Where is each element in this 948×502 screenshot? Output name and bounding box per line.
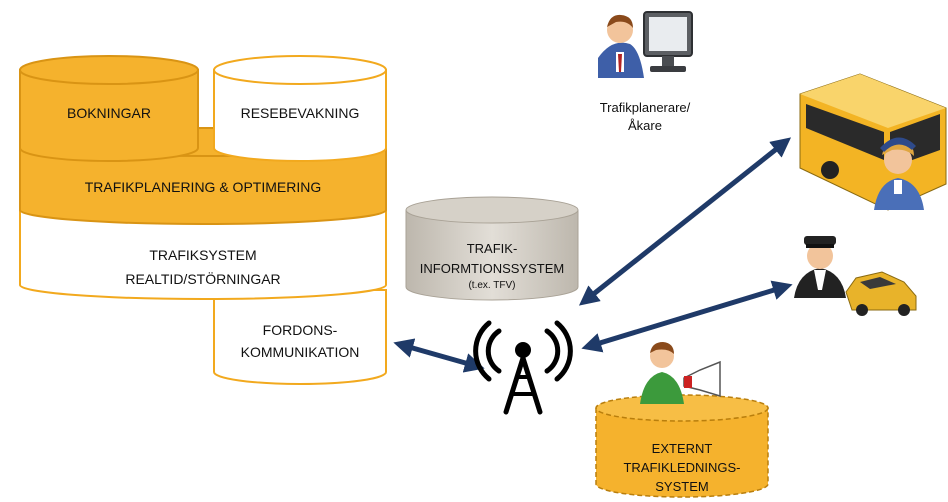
fordonskommunikation-label-line2: KOMMUNIKATION (240, 344, 360, 360)
bus-icon (799, 73, 947, 211)
antenna-tower-icon (473, 320, 573, 415)
trafikinformationssystem-cylinder (405, 196, 579, 301)
main-database-stack (19, 55, 387, 385)
taxi-car-icon (845, 271, 917, 316)
arrow-antenna-bus (578, 137, 792, 306)
externt-trafikledningssystem-cylinder (595, 394, 769, 498)
trafikplanering-label: TRAFIKPLANERING & OPTIMERING (84, 179, 322, 195)
external-label-line1: EXTERNT (651, 441, 713, 456)
planner-label-line1: Trafikplanerare/ (599, 100, 691, 115)
fordonskommunikation-label-line1: FORDONS- (262, 322, 338, 338)
resebevakning-label: RESEBEVAKNING (240, 105, 360, 121)
info-system-label-line1: TRAFIK- (466, 241, 518, 256)
planner-label-line2: Åkare (628, 118, 662, 133)
info-system-label-line3: (t.ex. TFV) (468, 280, 516, 291)
trafiksystem-label-line2: REALTID/STÖRNINGAR (125, 271, 281, 287)
bus-driver-icon (874, 137, 924, 210)
taxi-driver-icon (794, 236, 846, 298)
resebevakning-cylinder (213, 55, 387, 162)
trafiksystem-cylinder (19, 209, 387, 300)
bokningar-cylinder (19, 55, 199, 162)
bokningar-label: BOKNINGAR (66, 105, 151, 121)
arrow-fordon-antenna (393, 338, 485, 373)
external-label-line2: TRAFIKLEDNINGS- (623, 460, 741, 475)
megaphone-person-icon (640, 342, 721, 404)
arrow-antenna-taxi (581, 280, 793, 353)
arrows (393, 137, 793, 373)
info-system-label-line2: INFORMTIONSSYSTEM (419, 261, 565, 276)
fordonskommunikation-cylinder (213, 289, 387, 385)
external-label-line3: SYSTEM (655, 479, 709, 494)
traffic-planner-icon (598, 11, 693, 78)
trafiksystem-label-line1: TRAFIKSYSTEM (149, 247, 257, 263)
